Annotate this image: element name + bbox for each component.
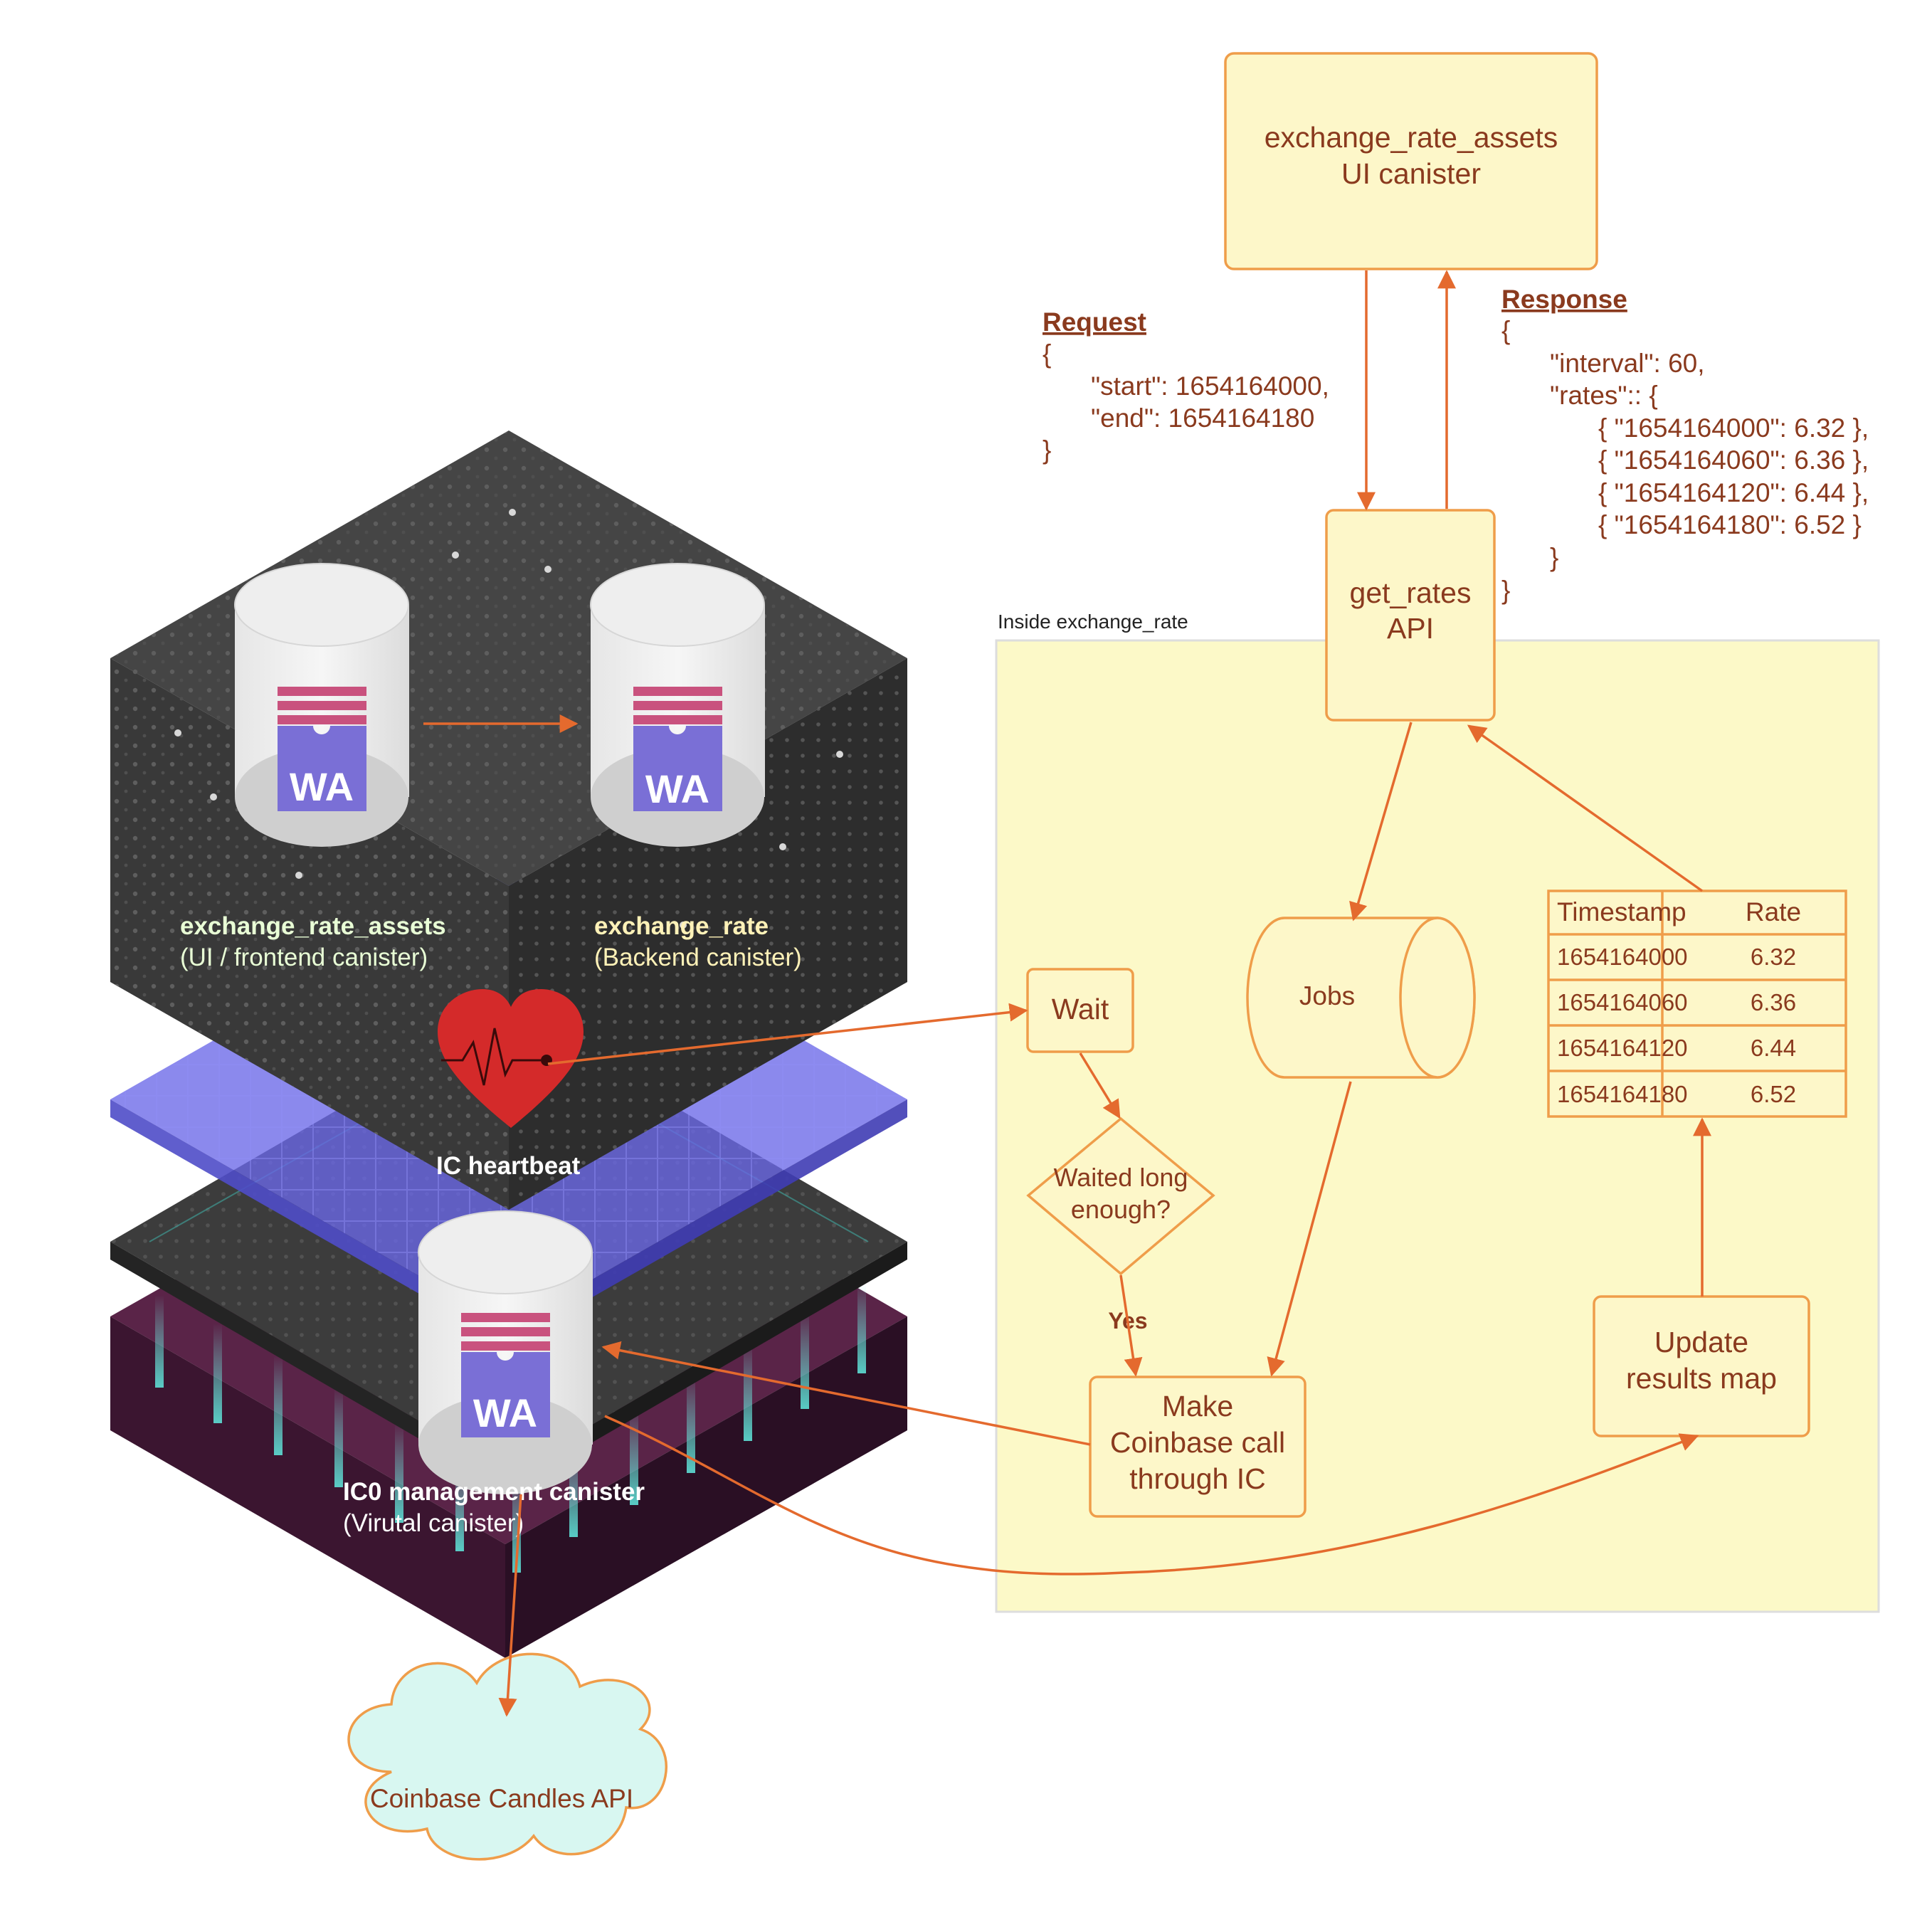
jobs-label: Jobs <box>1299 981 1355 1010</box>
response-rate-2: { "1654164060": 6.36 }, <box>1598 445 1869 475</box>
decision-to-coinbase-arrow <box>1119 1274 1143 1377</box>
management-canister-title: IC0 management canister <box>343 1478 645 1506</box>
table-header-rate: Rate <box>1746 897 1801 926</box>
table-cell-rate-2: 6.36 <box>1751 989 1796 1015</box>
management-canister-subtitle: (Virutal canister) <box>343 1509 524 1537</box>
response-rates-close: } <box>1550 543 1558 572</box>
update-line-1: Update <box>1654 1326 1748 1358</box>
waited-long-enough-decision <box>1026 1116 1215 1276</box>
ic-stack-illustration: WA WA WA <box>110 431 907 1658</box>
request-payload: Request { "start": 1654164000, "end": 16… <box>1042 307 1329 465</box>
api-to-jobs-arrow <box>1349 722 1413 922</box>
backend-canister-subtitle: (Backend canister) <box>594 944 802 971</box>
response-payload: Response { "interval": 60, "rates":: { {… <box>1501 285 1869 605</box>
request-close-brace: } <box>1042 435 1051 465</box>
coinbase-cloud: Coinbase Candles API <box>347 1652 667 1861</box>
coinbase-call-line-2: Coinbase call <box>1110 1426 1285 1459</box>
coinbase-call-line-3: through IC <box>1129 1462 1265 1495</box>
table-cell-ts-3: 1654164120 <box>1557 1035 1688 1061</box>
request-open-brace: { <box>1042 339 1051 369</box>
table-cell-rate-4: 6.52 <box>1751 1081 1796 1107</box>
ui-canister-type: UI canister <box>1341 157 1481 190</box>
response-rate-4: { "1654164180": 6.52 } <box>1598 510 1862 539</box>
flow-arrows <box>498 270 1711 1717</box>
backend-wasm-badge: WA <box>645 766 709 811</box>
request-end: "end": 1654164180 <box>1091 403 1314 433</box>
ui-canister-name: exchange_rate_assets <box>1265 121 1558 154</box>
region-label: Inside exchange_rate <box>998 611 1188 633</box>
management-to-update-arrow <box>604 1415 1699 1575</box>
response-rate-3: { "1654164120": 6.44 }, <box>1598 478 1869 507</box>
management-wasm-badge: WA <box>473 1390 537 1435</box>
coinbase-cloud-label: Coinbase Candles API <box>370 1784 633 1813</box>
response-heading: Response <box>1501 285 1627 314</box>
jobs-to-coinbase-arrow <box>1267 1081 1352 1377</box>
response-open-brace: { <box>1501 316 1510 345</box>
response-rates-key: "rates":: { <box>1550 381 1658 410</box>
backend-canister-title: exchange_rate <box>594 912 769 940</box>
assets-canister-icon: WA <box>234 563 409 847</box>
heartbeat-to-wait-arrow <box>547 1003 1028 1065</box>
request-start: "start": 1654164000, <box>1091 371 1329 401</box>
get-rates-api-box <box>1325 509 1496 722</box>
heartbeat-label: IC heartbeat <box>436 1152 581 1180</box>
table-cell-rate-3: 6.44 <box>1751 1035 1796 1061</box>
table-header-timestamp: Timestamp <box>1557 897 1686 926</box>
assets-canister-title: exchange_rate_assets <box>180 912 446 940</box>
results-table: Timestamp Rate 1654164000 6.32 165416406… <box>1547 889 1847 1118</box>
assets-wasm-badge: WA <box>290 764 354 809</box>
request-heading: Request <box>1042 307 1146 337</box>
ui-canister-box <box>1224 52 1598 270</box>
table-cell-rate-1: 6.32 <box>1751 944 1796 970</box>
management-canister-icon: WA <box>418 1210 593 1494</box>
api-label: API <box>1387 612 1434 645</box>
update-line-2: results map <box>1626 1362 1777 1395</box>
wait-label: Wait <box>1052 993 1109 1025</box>
response-close-brace: } <box>1501 576 1510 605</box>
coinbase-call-box <box>1089 1376 1307 1518</box>
wait-to-decision-arrow <box>1079 1052 1121 1119</box>
response-interval: "interval": 60, <box>1550 349 1705 378</box>
table-to-api-arrow <box>1467 724 1704 892</box>
table-cell-ts-2: 1654164060 <box>1557 989 1688 1015</box>
table-cell-ts-4: 1654164180 <box>1557 1081 1688 1107</box>
backend-canister-icon: WA <box>590 563 765 847</box>
table-cell-ts-1: 1654164000 <box>1557 944 1688 970</box>
jobs-queue: Jobs <box>1246 917 1476 1079</box>
decision-line-2: enough? <box>1071 1195 1171 1224</box>
management-to-coinbase-api-arrow <box>498 1494 522 1717</box>
coinbase-call-to-management-arrow <box>601 1341 1091 1446</box>
assets-canister-subtitle: (UI / frontend canister) <box>180 944 428 971</box>
coinbase-call-line-1: Make <box>1162 1390 1233 1422</box>
get-rates-label: get_rates <box>1350 576 1472 609</box>
decision-line-1: Waited long <box>1054 1163 1188 1192</box>
response-rate-1: { "1654164000": 6.32 }, <box>1598 413 1869 443</box>
